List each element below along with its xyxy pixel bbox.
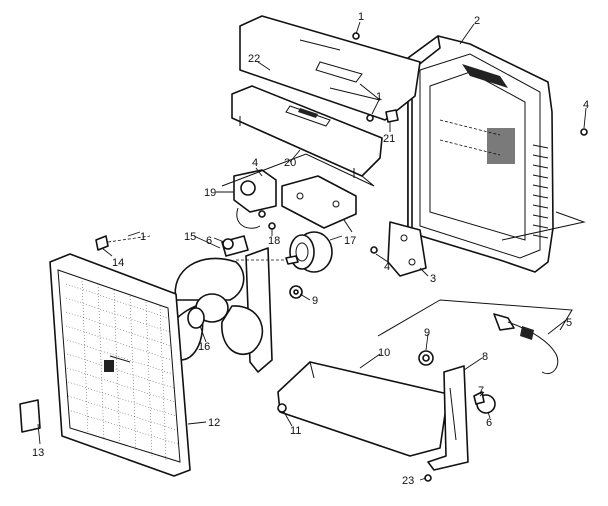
callout-1: 1: [140, 231, 146, 243]
motor: [285, 231, 333, 273]
cabinet-housing: [407, 35, 554, 273]
callout-4: 4: [252, 157, 258, 169]
callout-15: 15: [184, 231, 196, 243]
callout-3: 3: [430, 273, 436, 285]
callout-1: 1: [358, 11, 364, 23]
fan-blade: [164, 257, 264, 361]
screw-1b: [366, 114, 374, 122]
callout-20: 20: [284, 157, 296, 169]
callout-18: 18: [268, 235, 280, 247]
screw-11: [277, 403, 287, 413]
callout-6: 6: [206, 235, 212, 247]
callout-1: 1: [376, 91, 382, 103]
clip-21: [385, 109, 399, 123]
callout-9: 9: [424, 327, 430, 339]
front-grille: [49, 253, 191, 477]
callout-23: 23: [402, 475, 414, 487]
callout-21: 21: [383, 133, 395, 145]
callout-19: 19: [204, 187, 216, 199]
callout-4: 4: [384, 261, 390, 273]
cabinet-louvers: [532, 144, 549, 239]
assembly-lines: [107, 83, 586, 363]
motor-bracket-upper: [281, 175, 357, 229]
callout-10: 10: [378, 347, 390, 359]
base-tray: [277, 361, 449, 457]
side-bracket: [427, 365, 469, 471]
callout-5: 5: [566, 317, 572, 329]
leader-lines: [37, 21, 587, 481]
hardware-pieces: [95, 32, 588, 482]
callout-14: 14: [112, 257, 124, 269]
callout-22: 22: [248, 53, 260, 65]
top-cover: [239, 15, 421, 121]
clip-14: [95, 235, 109, 251]
callout-8: 8: [482, 351, 488, 363]
power-cord: [493, 313, 559, 374]
callout-13: 13: [32, 447, 44, 459]
callout-12: 12: [208, 417, 220, 429]
label-plate: [19, 399, 41, 433]
callout-16: 16: [198, 341, 210, 353]
screw-4a: [580, 128, 588, 136]
callout-9: 9: [312, 295, 318, 307]
control-switch: [233, 169, 277, 229]
callout-6: 6: [486, 417, 492, 429]
callout-4: 4: [583, 99, 589, 111]
callout-11: 11: [290, 425, 301, 437]
nut-6: [222, 238, 234, 250]
callout-7: 7: [478, 385, 484, 397]
callout-labels: 1 2 22 1 21 4 20 4 19 18 1 14 15 6 17 4 …: [32, 11, 589, 487]
screw-4b: [258, 210, 266, 218]
callout-2: 2: [474, 15, 480, 27]
callout-17: 17: [344, 235, 356, 247]
screw-4c: [370, 246, 378, 254]
motor-mount: [387, 221, 427, 277]
grille-mesh: [65, 277, 179, 461]
